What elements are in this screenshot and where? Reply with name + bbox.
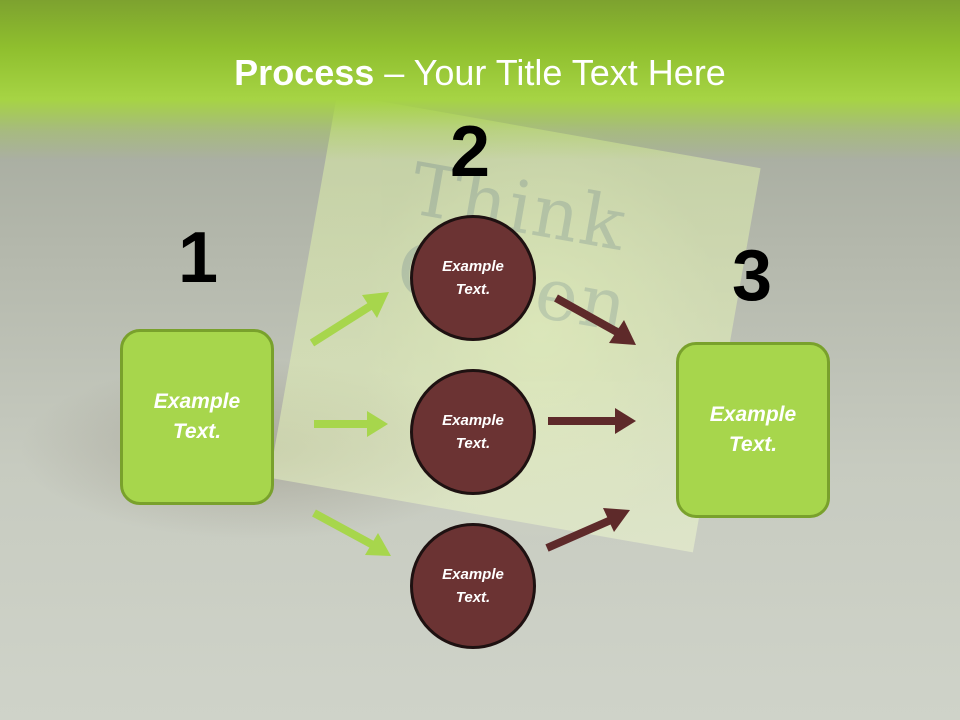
step-number-2: 2 — [450, 112, 491, 192]
step-number-1: 1 — [178, 218, 219, 298]
circle-top-label: Example Text. — [442, 255, 504, 301]
circle-bottom-label: Example Text. — [442, 563, 504, 609]
step1-label: Example Text. — [154, 387, 240, 447]
arrow-green-middle — [314, 411, 388, 437]
arrow-green-up — [309, 292, 389, 347]
step3-line-1: Example — [709, 403, 797, 426]
arrow-brown-up — [545, 508, 630, 552]
step1-line-1: Example — [153, 390, 241, 413]
circle-middle-label: Example Text. — [442, 409, 504, 455]
step-number-3: 3 — [732, 236, 773, 316]
step3-line-2: Text. — [728, 433, 778, 456]
circle-middle-line-1: Example — [442, 412, 504, 429]
circle-top-line-1: Example — [442, 258, 504, 275]
arrow-brown-down — [554, 294, 636, 345]
circle-bottom: Example Text. — [410, 523, 536, 649]
header-band — [0, 0, 960, 160]
circle-bottom-line-1: Example — [442, 566, 504, 583]
circle-top-line-2: Text. — [455, 281, 491, 298]
step1-line-2: Text. — [172, 420, 222, 443]
step3-box: Example Text. — [676, 342, 830, 518]
step1-box: Example Text. — [120, 329, 274, 505]
slide-title: Process – Your Title Text Here — [0, 52, 960, 94]
arrow-brown-middle — [548, 408, 636, 434]
title-bold: Process — [234, 52, 375, 93]
arrow-green-down — [312, 509, 391, 556]
title-rest: – Your Title Text Here — [374, 52, 726, 93]
step3-label: Example Text. — [710, 400, 796, 460]
circle-middle: Example Text. — [410, 369, 536, 495]
circle-bottom-line-2: Text. — [455, 589, 491, 606]
circle-top: Example Text. — [410, 215, 536, 341]
circle-middle-line-2: Text. — [455, 435, 491, 452]
